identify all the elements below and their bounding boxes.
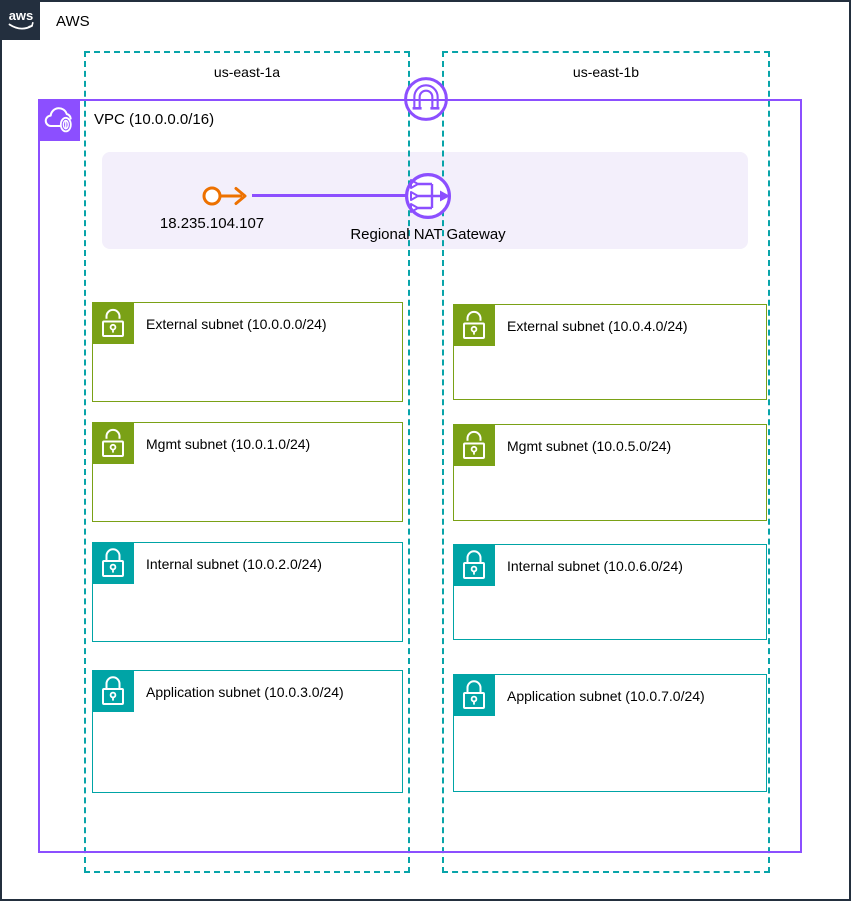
nat-gateway-label: Regional NAT Gateway xyxy=(350,226,506,243)
open-lock-icon xyxy=(453,424,495,466)
closed-lock-icon xyxy=(92,542,134,584)
subnet-label: Mgmt subnet (10.0.1.0/24) xyxy=(146,436,311,452)
nat-gateway-icon xyxy=(405,173,451,219)
availability-zone-a: us-east-1a xyxy=(84,51,410,873)
diagram-title: AWS xyxy=(56,13,90,30)
subnet-label: Mgmt subnet (10.0.5.0/24) xyxy=(507,438,672,454)
subnet-label: External subnet (10.0.4.0/24) xyxy=(507,318,688,334)
subnet-box-application-b: Application subnet (10.0.7.0/24) xyxy=(453,674,767,792)
subnet-box-internal-a: Internal subnet (10.0.2.0/24) xyxy=(92,542,403,642)
flow-connector-line xyxy=(252,194,407,197)
availability-zone-b-label: us-east-1b xyxy=(572,64,640,80)
subnet-label: Application subnet (10.0.3.0/24) xyxy=(146,684,344,700)
open-lock-icon xyxy=(453,304,495,346)
subnet-box-mgmt-b: Mgmt subnet (10.0.5.0/24) xyxy=(453,424,767,521)
availability-zone-b: us-east-1b xyxy=(442,51,770,873)
closed-lock-icon xyxy=(92,670,134,712)
aws-logo-text: aws xyxy=(9,8,34,23)
transit-gateway-arch-icon xyxy=(404,77,448,121)
open-lock-icon xyxy=(92,422,134,464)
elastic-ip-address: 18.235.104.107 xyxy=(159,215,265,232)
subnet-box-external-b: External subnet (10.0.4.0/24) xyxy=(453,304,767,400)
vpc-cloud-icon xyxy=(38,99,80,141)
subnet-label: Internal subnet (10.0.6.0/24) xyxy=(507,558,683,574)
open-lock-icon xyxy=(92,302,134,344)
subnet-label: External subnet (10.0.0.0/24) xyxy=(146,316,327,332)
availability-zone-a-label: us-east-1a xyxy=(213,64,281,80)
subnet-label: Application subnet (10.0.7.0/24) xyxy=(507,688,705,704)
subnet-box-application-a: Application subnet (10.0.3.0/24) xyxy=(92,670,403,793)
subnet-box-mgmt-a: Mgmt subnet (10.0.1.0/24) xyxy=(92,422,403,522)
closed-lock-icon xyxy=(453,544,495,586)
elastic-ip-icon xyxy=(202,186,247,206)
subnet-box-external-a: External subnet (10.0.0.0/24) xyxy=(92,302,403,402)
vpc-label: VPC (10.0.0.0/16) xyxy=(94,111,215,128)
subnet-box-internal-b: Internal subnet (10.0.6.0/24) xyxy=(453,544,767,640)
closed-lock-icon xyxy=(453,674,495,716)
aws-logo-icon: aws xyxy=(2,2,40,40)
subnet-label: Internal subnet (10.0.2.0/24) xyxy=(146,556,322,572)
